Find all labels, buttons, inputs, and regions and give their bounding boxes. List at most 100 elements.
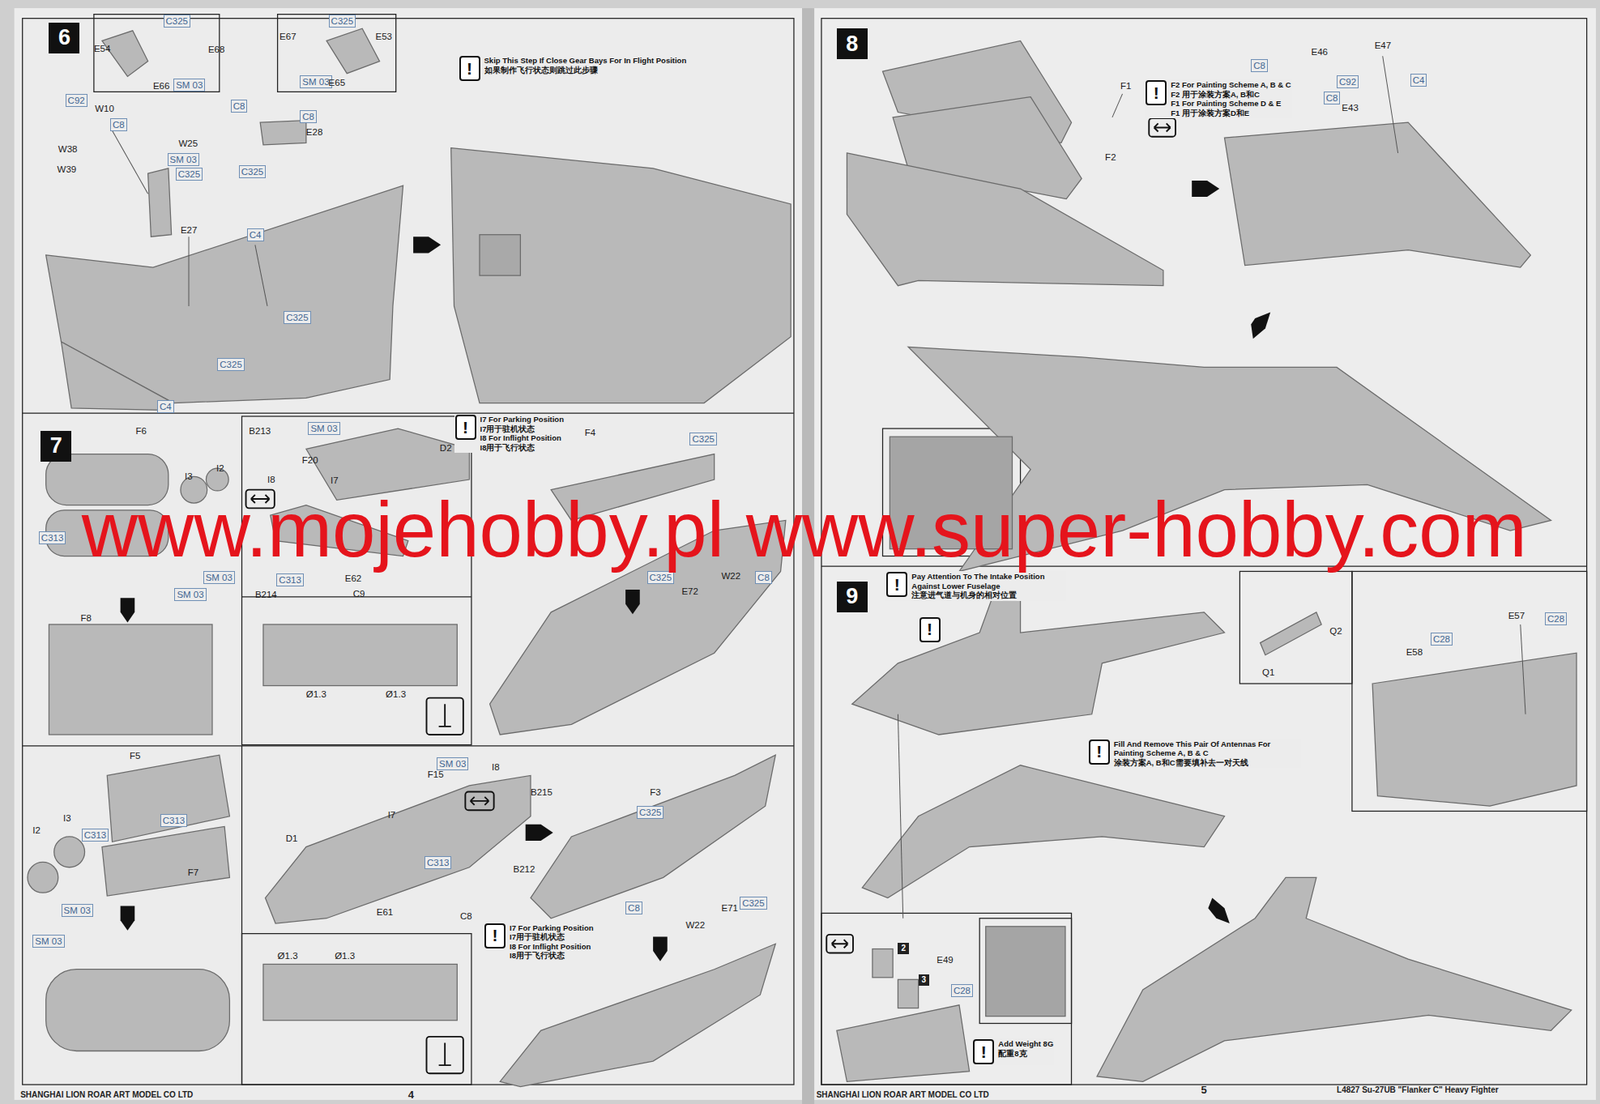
paint-callout: SM 03 — [436, 757, 469, 771]
swap-icon — [832, 939, 849, 948]
part-number: B215 — [530, 787, 553, 798]
part-number: E28 — [306, 127, 323, 138]
swap-icon — [1154, 123, 1171, 132]
arrow — [120, 597, 136, 623]
nose-detail — [985, 926, 1066, 1017]
note-text: F2 For Painting Scheme A, B & CF2 用于涂装方案… — [1170, 80, 1292, 118]
footer-text: L4827 Su-27UB "Flanker C" Heavy Fighter — [1336, 1084, 1499, 1096]
paint-code: SM 03 — [310, 423, 338, 434]
sub-step-number: 2 — [897, 942, 909, 955]
part-number: I2 — [216, 463, 225, 474]
part-number: I3 — [63, 813, 72, 824]
paint-code: C4 — [249, 230, 262, 240]
part-number: W25 — [178, 138, 198, 150]
instruction-note: !Skip This Step If Close Gear Bays For I… — [458, 55, 688, 82]
part-number: I2 — [32, 825, 41, 837]
step-arrows — [120, 180, 1272, 962]
inset-border — [1239, 571, 1353, 684]
part-number: Ø1.3 — [385, 689, 406, 700]
caution-icon: ! — [972, 1039, 995, 1065]
paint-callout: SM 03 — [61, 904, 94, 918]
part-number: Ø1.3 — [334, 951, 355, 962]
paint-callout: C92 — [65, 93, 88, 107]
part-number: D1 — [285, 833, 299, 845]
nose-detail — [836, 1005, 970, 1082]
paint-callout: C313 — [81, 828, 110, 842]
paint-code: C4 — [159, 401, 172, 412]
part-number: E43 — [1341, 102, 1358, 114]
arrow — [625, 589, 640, 615]
step-label: 7 — [50, 433, 63, 459]
step-label: 2 — [900, 943, 906, 953]
instruction-note: !Pay Attention To The Intake Position Ag… — [885, 571, 1067, 602]
panel-border — [22, 413, 794, 414]
paint-code: SM 03 — [205, 572, 233, 583]
leader-lines — [112, 55, 1526, 918]
part-number: E61 — [376, 907, 393, 918]
paint-callout: C325 — [328, 14, 357, 28]
intake-half — [306, 428, 470, 500]
drill-detail — [263, 964, 457, 1020]
gear-bay — [479, 234, 521, 276]
note-line: I8 For Inflight Position — [480, 433, 564, 444]
weight-part — [897, 979, 918, 1008]
paint-code: C325 — [219, 359, 243, 370]
paint-callout: C28 — [1544, 612, 1567, 626]
paint-code: C325 — [166, 16, 189, 26]
part-number: I7 — [388, 810, 397, 821]
paint-callout: C325 — [739, 896, 768, 910]
paint-callout: C325 — [689, 432, 717, 446]
paint-code: C8 — [1253, 60, 1266, 71]
fan-disc — [54, 836, 86, 868]
part-number: F2 — [1105, 152, 1116, 163]
inset-border — [1352, 571, 1588, 811]
note-line: F1 用于涂装方案D和E — [1170, 108, 1292, 119]
paint-callout: SM 03 — [203, 571, 235, 585]
note-text: I7 For Parking PositionI7用于驻机状态I8 For In… — [509, 923, 594, 961]
swap-icon — [470, 797, 490, 806]
part-number: E66 — [153, 81, 170, 92]
paint-callout: C313 — [160, 814, 188, 828]
inset-border — [821, 913, 1072, 1085]
part-number: Q1 — [1262, 667, 1275, 679]
paint-callout: C325 — [217, 358, 245, 372]
note-line: Fill And Remove This Pair Of Antennas Fo… — [1113, 739, 1301, 759]
part-number: F20 — [302, 455, 319, 466]
arrow — [413, 236, 441, 253]
fan-disc — [27, 861, 59, 893]
paint-callout: C325 — [647, 571, 675, 585]
paint-code: C92 — [1339, 76, 1357, 87]
leader-line — [1520, 624, 1526, 715]
paint-callout: C325 — [163, 14, 192, 28]
leader-line — [897, 714, 903, 919]
note-line: 注意进气道与机身的相对位置 — [911, 590, 1066, 601]
part-number: F5 — [129, 750, 141, 762]
arrow — [120, 906, 136, 931]
inset-border — [979, 918, 1071, 1024]
paint-code: C325 — [331, 16, 355, 26]
paint-callout: C8 — [1250, 59, 1268, 73]
sub-step-number: 3 — [918, 974, 931, 986]
aircraft-parts — [27, 28, 1577, 1087]
note-line: I7 For Parking Position — [480, 414, 564, 425]
part-number: Ø1.3 — [306, 689, 327, 700]
paint-callout: C325 — [238, 165, 267, 179]
part-number: F8 — [81, 613, 92, 624]
part-number: E58 — [1406, 647, 1423, 658]
caution-icon: ! — [919, 617, 941, 643]
leader-line — [255, 244, 268, 307]
intake-half — [530, 755, 776, 919]
paint-code: C313 — [278, 575, 302, 585]
intake-assembly — [46, 969, 231, 1052]
part-number: E71 — [721, 903, 739, 914]
part-number: F4 — [584, 427, 596, 439]
paint-callout: C92 — [1336, 75, 1359, 89]
paint-callout: SM 03 — [174, 588, 206, 602]
paint-callout: SM 03 — [173, 78, 205, 92]
part-number: I7 — [330, 475, 339, 487]
intake-half — [264, 775, 530, 924]
part-number: I8 — [267, 474, 276, 486]
swap-icon — [465, 792, 494, 811]
paint-code: C8 — [112, 119, 125, 130]
note-line: Skip This Step If Close Gear Bays For In… — [484, 55, 687, 66]
